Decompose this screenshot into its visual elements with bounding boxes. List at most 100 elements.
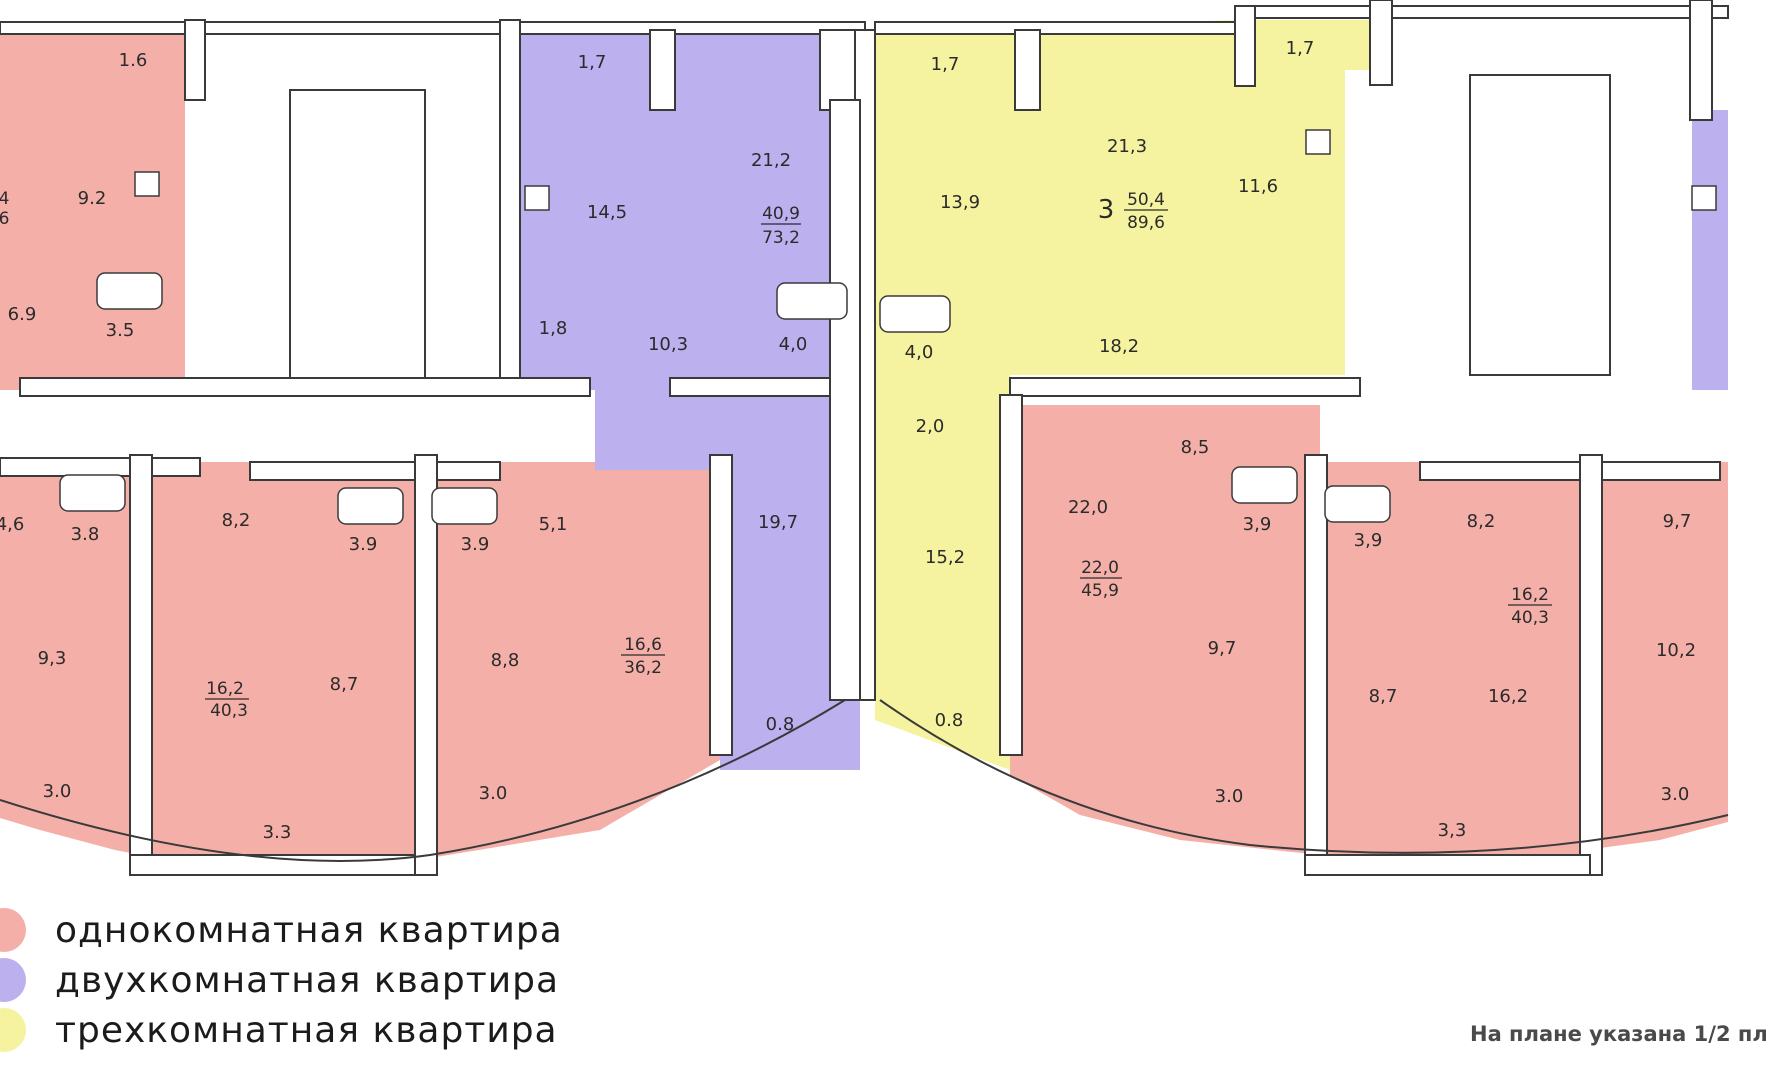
wall-h-6: [1419, 461, 1721, 481]
room-area: 3.0: [479, 783, 508, 804]
curve-right: [879, 699, 1729, 854]
room-area: 3.0: [1661, 784, 1690, 805]
a1-total: 73,2: [762, 228, 800, 248]
room-area: 21,3: [1107, 136, 1147, 157]
fixtures: [59, 129, 1717, 525]
stove-icon: [134, 171, 160, 197]
room-area: 8,5: [1181, 437, 1210, 458]
core-left: [289, 89, 426, 391]
wall-top-mid: [519, 21, 866, 35]
apartment-pink-bottom-6: [1590, 462, 1728, 848]
a1-living: 40,9: [762, 204, 800, 224]
left-cut-total: 6: [0, 209, 9, 229]
room-area: 9,7: [1208, 638, 1237, 659]
stove-icon: [1691, 185, 1717, 211]
plan-note: На плане указана 1/2 пл: [1470, 1022, 1768, 1046]
bathtub-icon: [879, 295, 951, 333]
room-area: 9,7: [1663, 511, 1692, 532]
room-area: 22,0: [1068, 497, 1108, 518]
left-cut-living: 4: [0, 189, 9, 209]
room-area: 6.9: [8, 304, 37, 325]
wall-bottom-2: [1304, 854, 1591, 876]
wall-col-2: [499, 19, 521, 391]
wall-col-b3: [709, 454, 733, 756]
a6-living: 16,2: [1511, 585, 1549, 605]
room-area: 1.6: [119, 50, 148, 71]
walls: [0, 0, 1729, 876]
wall-h-4: [0, 457, 201, 477]
room-area: 1,8: [539, 318, 568, 339]
wall-h-1: [19, 377, 591, 397]
room-area: 8,2: [1467, 511, 1496, 532]
apartment-purple-top: [520, 32, 860, 770]
room-area: 19,7: [758, 512, 798, 533]
core-right: [1469, 74, 1611, 376]
bathtub-icon: [1231, 466, 1298, 504]
room-area: 16,2: [1488, 686, 1528, 707]
room-area: 4,6: [0, 514, 24, 535]
apartment-pink-bottom-2: [150, 462, 430, 865]
room-area: 3,3: [1438, 820, 1467, 841]
bathtub-icon: [776, 282, 848, 320]
room-area: 3.9: [461, 534, 490, 555]
apartment-yellow-top: [875, 20, 1370, 770]
stove-icon: [524, 185, 550, 211]
room-area: 0.8: [766, 714, 795, 735]
room-area: 3.5: [106, 320, 135, 341]
room-area: 9,3: [38, 648, 67, 669]
wall-h-5: [249, 461, 501, 481]
room-area: 21,2: [751, 150, 791, 171]
wall-col-1: [184, 19, 206, 101]
a5-living: 22,0: [1081, 558, 1119, 578]
legend-swatch-purple: [0, 958, 26, 1002]
room-area: 18,2: [1099, 336, 1139, 357]
bathtub-icon: [1324, 485, 1391, 523]
apartment-areas: 40,9 73,2 3 50,4 89,6 16,2 40,3 16,6 36,…: [0, 189, 1552, 721]
room-area: 4,0: [905, 342, 934, 363]
room-area: 1,7: [1286, 38, 1315, 59]
room-area: 1,7: [578, 52, 607, 73]
room-area: 3,9: [1243, 514, 1272, 535]
a6-total: 40,3: [1511, 608, 1549, 628]
wall-col-b6: [1579, 454, 1603, 876]
room-area: 14,5: [587, 202, 627, 223]
room-area: 5,1: [539, 514, 568, 535]
a4-living: 16,6: [624, 635, 662, 655]
wall-h-2: [669, 377, 856, 397]
wall-col-b2: [414, 454, 438, 876]
a3-total: 40,3: [210, 701, 248, 721]
room-area: 3.3: [263, 822, 292, 843]
legend-label: однокомнатная квартира: [55, 909, 563, 951]
room-area: 13,9: [940, 192, 980, 213]
room-area: 10,2: [1656, 640, 1696, 661]
wall-col-b5: [1304, 454, 1328, 876]
room-labels: 1.6 9.2 6.9 3.5 1,7 14,5 1,8 21,2 10,3 4…: [0, 38, 1696, 843]
room-area: 3.8: [71, 524, 100, 545]
room-area: 8,8: [491, 650, 520, 671]
legend-swatch-pink: [0, 908, 26, 952]
wall-col-3: [649, 29, 676, 111]
wall-col-9: [1689, 0, 1713, 121]
wall-top-right: [874, 21, 1246, 35]
apartment-pink-bottom-5: [1320, 462, 1590, 865]
room-area: 4,0: [779, 334, 808, 355]
apartment-purple-right-edge: [1692, 110, 1728, 390]
room-area: 3.9: [349, 534, 378, 555]
room-area: 3,9: [1354, 530, 1383, 551]
a2-room-count: 3: [1098, 195, 1115, 225]
a5-total: 45,9: [1081, 581, 1119, 601]
room-area: 2,0: [916, 416, 945, 437]
legend-label: двухкомнатная квартира: [55, 959, 560, 1001]
a3-living: 16,2: [206, 679, 244, 699]
bathtub-icon: [59, 474, 126, 512]
curves: [0, 699, 1729, 862]
apartment-pink-bottom-4: [1010, 405, 1320, 855]
wall-col-6: [1014, 29, 1041, 111]
room-area: 9.2: [78, 188, 107, 209]
a4-total: 36,2: [624, 658, 662, 678]
wall-top-far-right: [1234, 5, 1729, 19]
wall-h-3: [1009, 377, 1361, 397]
room-area: 15,2: [925, 547, 965, 568]
legend-swatch-yellow: [0, 1008, 26, 1052]
bathtub-icon: [431, 487, 498, 525]
